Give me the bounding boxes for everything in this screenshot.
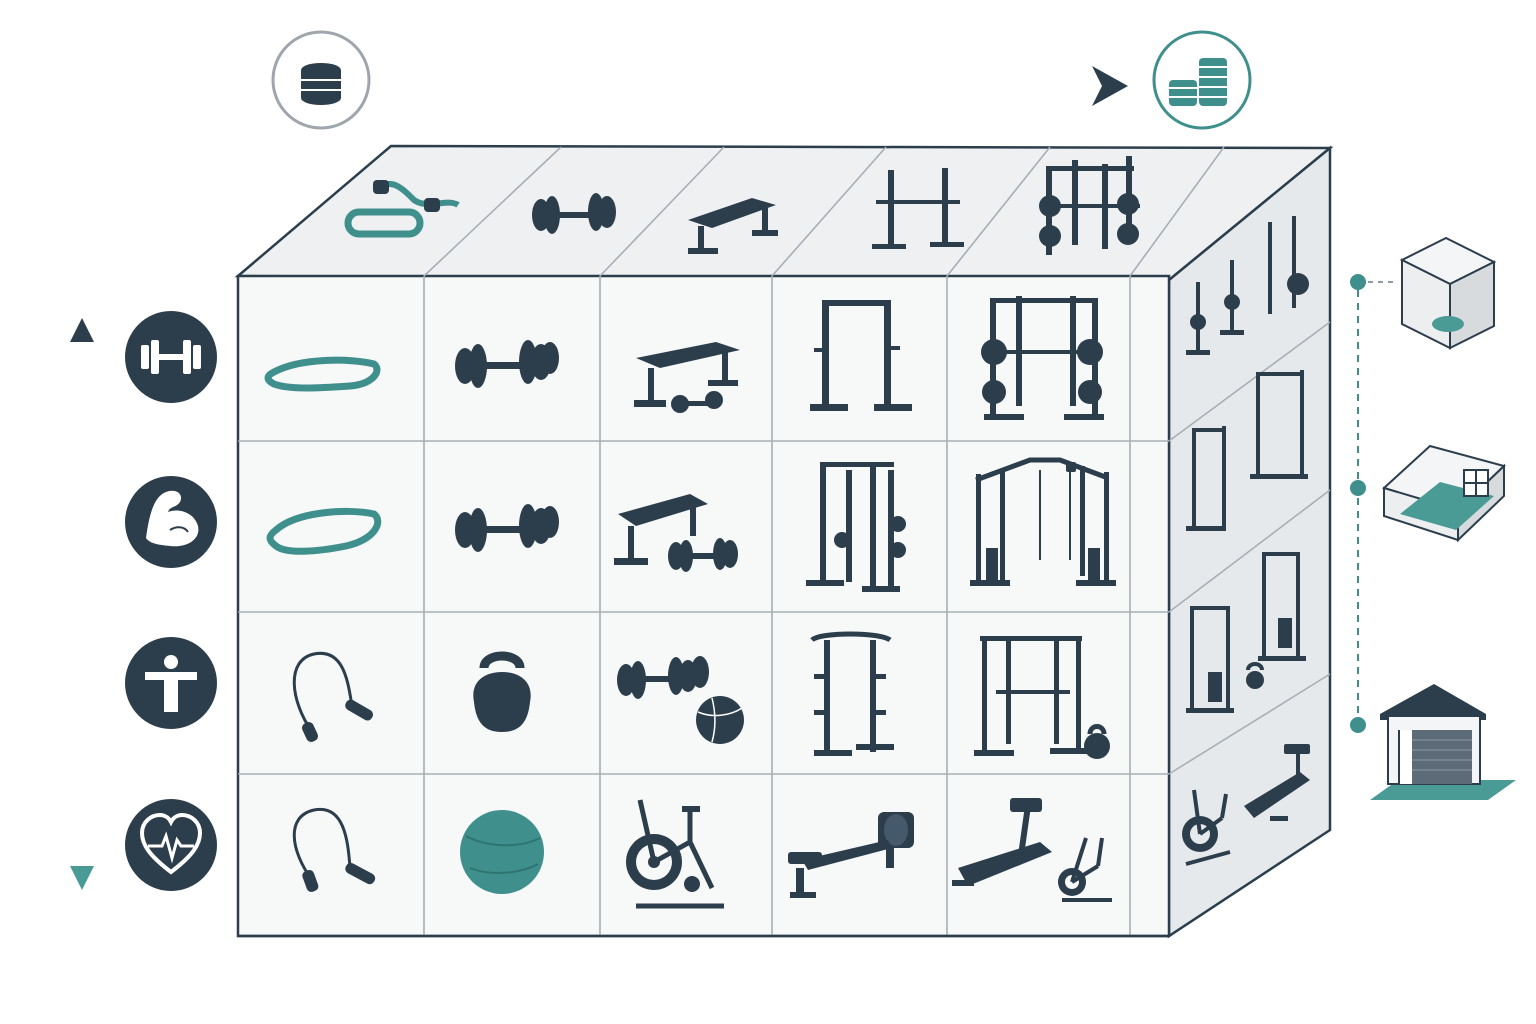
goal-arrow-head-up: [70, 318, 94, 342]
coin-stack-small-icon: [271, 30, 371, 130]
coin-stack-large-icon: [1152, 30, 1252, 130]
resistance-band-icon: [266, 507, 382, 555]
space-axis: [1350, 236, 1516, 800]
power-rack-with-plates-icon: [981, 296, 1104, 420]
dumbbells-icon: [532, 193, 616, 234]
grid-row-cardio: [292, 798, 1112, 909]
dumbbells-icon: [455, 340, 559, 388]
goal-arrow-head-down: [70, 866, 94, 890]
bench-and-dumbbells-icon: [614, 494, 738, 572]
strength-dumbbell-icon: [125, 311, 217, 403]
general-fitness-person-icon: [125, 637, 217, 729]
air-bike-icon: [1182, 789, 1231, 866]
pull-up-station-icon: [810, 631, 894, 756]
grid-row-strength: [264, 296, 1104, 420]
exercise-ball-icon: [460, 810, 544, 894]
rowing-machine-icon: [788, 812, 914, 898]
squat-rack-icon: [810, 300, 912, 411]
side-face-items: [1182, 216, 1310, 866]
goal-axis: [70, 311, 217, 891]
garage-icon: [1370, 684, 1516, 800]
jump-rope-icon: [292, 807, 376, 892]
budget-arrow-head: [1092, 66, 1128, 106]
muscle-arm-icon: [125, 476, 217, 568]
box-front-face: [236, 274, 1171, 938]
half-rack-icon: [806, 462, 906, 592]
top-face-items: [344, 156, 1140, 255]
functional-trainer-icon: [970, 457, 1116, 586]
small-room-icon: [1399, 236, 1497, 350]
resistance-band-icon: [344, 180, 460, 238]
half-rack-icon: [1186, 426, 1226, 531]
dumbbells-and-ball-icon: [617, 656, 744, 744]
flat-bench-icon: [688, 198, 778, 254]
jump-rope-icon: [292, 651, 374, 742]
power-rack-icon: [1039, 156, 1140, 255]
bench-and-dumbbells-icon: [634, 342, 740, 413]
matrix-box: [234, 144, 1334, 939]
air-bike-icon: [626, 799, 724, 909]
budget-axis: [271, 30, 1252, 130]
grid-row-general-fitness: [292, 631, 1110, 759]
cardio-heart-icon: [125, 799, 217, 891]
spare-room-icon: [1382, 444, 1506, 543]
dumbbells-icon: [455, 504, 559, 552]
grid-row-hypertrophy: [266, 457, 1116, 592]
squat-stand-icon: [872, 168, 964, 249]
power-rack-icon: [1250, 370, 1308, 479]
kettlebell-icon: [473, 651, 531, 732]
resistance-band-icon: [264, 356, 381, 392]
mini-racks-icon: [1186, 216, 1309, 355]
treadmill-icon: [1244, 744, 1310, 821]
cable-machine-icon: [1186, 552, 1306, 713]
rack-and-kettlebell-icon: [974, 636, 1110, 759]
treadmill-and-bike-icon: [952, 798, 1112, 902]
